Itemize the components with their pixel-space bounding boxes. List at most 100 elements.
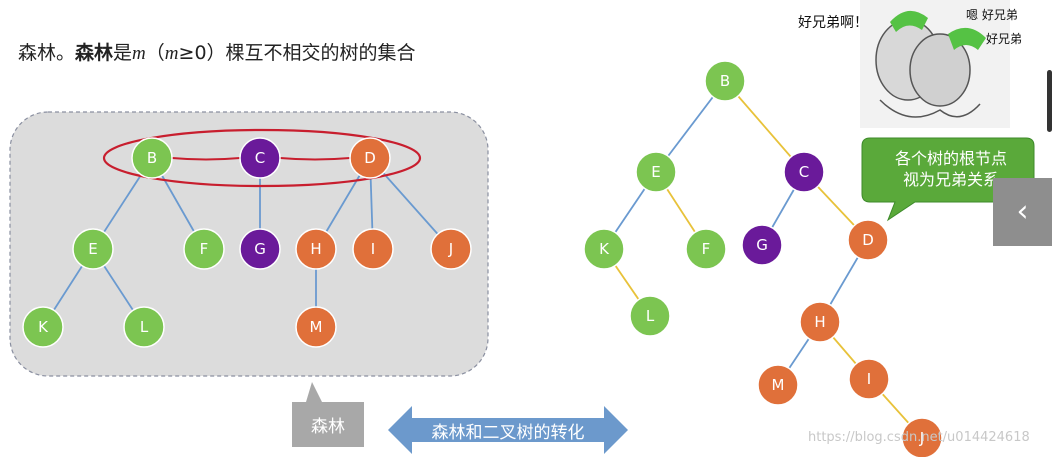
heading-mid: 是 xyxy=(113,42,133,64)
binary-node-label-i: I xyxy=(867,370,871,388)
forest-node-label-c: C xyxy=(255,149,265,167)
binary-node-circle-j xyxy=(901,417,943,457)
binary-node-c: C xyxy=(783,151,825,193)
binary-node-label-d: D xyxy=(862,231,874,249)
heading-paren: （ xyxy=(145,42,165,64)
forest-node-label-j: J xyxy=(448,240,453,258)
binary-node-circle-h xyxy=(799,301,841,343)
binary-node-circle-k xyxy=(583,228,625,270)
page-heading: 森林。森林是m（m≥0）棵互不相交的树的集合 xyxy=(18,38,416,65)
binary-node-j: J xyxy=(901,417,943,457)
forest-node-circle-k xyxy=(22,306,64,348)
binary-node-label-l: L xyxy=(646,307,655,325)
forest-node-circle-g xyxy=(239,228,281,270)
binary-node-circle-c xyxy=(783,151,825,193)
forest-node-label-d: D xyxy=(364,149,376,167)
binary-node-label-m: M xyxy=(772,376,785,394)
forest-node-i: I xyxy=(352,228,394,270)
forest-node-c: C xyxy=(239,137,281,179)
binary-node-f: F xyxy=(685,228,727,270)
forest-tag-shape xyxy=(292,382,364,447)
forest-node-label-e: E xyxy=(88,240,97,258)
binary-node-g: G xyxy=(741,224,783,266)
binary-node-circle-l xyxy=(629,295,671,337)
forest-node-label-b: B xyxy=(147,149,157,167)
forest-node-circle-m xyxy=(295,306,337,348)
forest-node-k: K xyxy=(22,306,64,348)
forest-node-b: B xyxy=(131,137,173,179)
binary-node-e: E xyxy=(635,151,677,193)
forest-node-label-g: G xyxy=(254,240,266,258)
binary-node-circle-g xyxy=(741,224,783,266)
binary-node-l: L xyxy=(629,295,671,337)
conversion-arrow-label: 森林和二叉树的转化 xyxy=(431,423,585,443)
meme-text-1: 好兄弟啊！ xyxy=(798,15,868,31)
binary-node-label-h: H xyxy=(814,313,825,331)
forest-node-circle-h xyxy=(295,228,337,270)
binary-node-circle-i xyxy=(848,358,890,400)
forest-node-circle-b xyxy=(131,137,173,179)
forest-node-circle-d xyxy=(349,137,391,179)
forest-node-g: G xyxy=(239,228,281,270)
binary-node-i: I xyxy=(848,358,890,400)
forest-node-label-f: F xyxy=(200,240,209,258)
heading-var-m: m xyxy=(132,43,146,64)
meme-drawing xyxy=(860,0,1010,128)
meme-image: 好兄弟啊！ 嗯 好兄弟 好兄弟 xyxy=(790,0,1052,128)
forest-node-label-l: L xyxy=(140,318,149,336)
binary-node-circle-b xyxy=(704,60,746,102)
forest-node-label-h: H xyxy=(310,240,321,258)
heading-suffix: 棵互不相交的树的集合 xyxy=(225,42,416,64)
forest-node-circle-e xyxy=(72,228,114,270)
forest-node-label-m: M xyxy=(310,318,323,336)
chevron-left-icon[interactable]: ‹ xyxy=(993,178,1052,246)
callout-line-2: 视为兄弟关系 xyxy=(902,170,999,189)
binary-node-label-f: F xyxy=(702,240,711,258)
binary-node-b: B xyxy=(704,60,746,102)
binary-node-label-j: J xyxy=(919,429,924,447)
meme-text-3: 好兄弟 xyxy=(986,32,1023,46)
root-link-b-c xyxy=(171,157,241,161)
binary-node-k: K xyxy=(583,228,625,270)
binary-node-circle-f xyxy=(685,228,727,270)
forest-node-e: E xyxy=(72,228,114,270)
forest-node-m: M xyxy=(295,306,337,348)
forest-node-circle-c xyxy=(239,137,281,179)
forest-node-circle-i xyxy=(352,228,394,270)
binary-node-m: M xyxy=(757,364,799,406)
forest-node-label-k: K xyxy=(38,318,49,336)
binary-node-circle-d xyxy=(847,219,889,261)
binary-node-label-b: B xyxy=(720,72,730,90)
forest-node-circle-f xyxy=(183,228,225,270)
forest-node-circle-l xyxy=(123,306,165,348)
watermark: https://blog.csdn.net/u014424618 xyxy=(808,430,1030,445)
forest-node-j: J xyxy=(430,228,472,270)
heading-cond: ≥0） xyxy=(178,42,226,64)
binary-node-label-c: C xyxy=(799,163,809,181)
forest-node-circle-j xyxy=(430,228,472,270)
binary-node-circle-e xyxy=(635,151,677,193)
callout-line-1: 各个树的根节点 xyxy=(894,149,1007,168)
callout-bubble xyxy=(861,137,1035,222)
forest-node-h: H xyxy=(295,228,337,270)
forest-node-d: D xyxy=(349,137,391,179)
callout-text: 各个树的根节点 视为兄弟关系 xyxy=(866,148,1036,190)
binary-node-h: H xyxy=(799,301,841,343)
heading-prefix: 森林。 xyxy=(18,42,76,64)
forest-tag-label: 森林 xyxy=(311,417,345,437)
forest-node-f: F xyxy=(183,228,225,270)
heading-var-m2: m xyxy=(164,43,179,64)
meme-text-2: 嗯 好兄弟 xyxy=(966,8,1018,22)
forest-node-l: L xyxy=(123,306,165,348)
root-link-c-d xyxy=(279,157,351,161)
heading-term: 森林 xyxy=(75,42,114,64)
binary-node-label-g: G xyxy=(756,236,768,254)
binary-node-label-e: E xyxy=(651,163,660,181)
roots-highlight-ellipse xyxy=(102,128,422,188)
binary-node-d: D xyxy=(847,219,889,261)
scrollbar-thumb[interactable] xyxy=(1047,70,1052,132)
forest-node-label-i: I xyxy=(371,240,375,258)
binary-node-circle-m xyxy=(757,364,799,406)
conversion-arrow xyxy=(388,406,628,454)
